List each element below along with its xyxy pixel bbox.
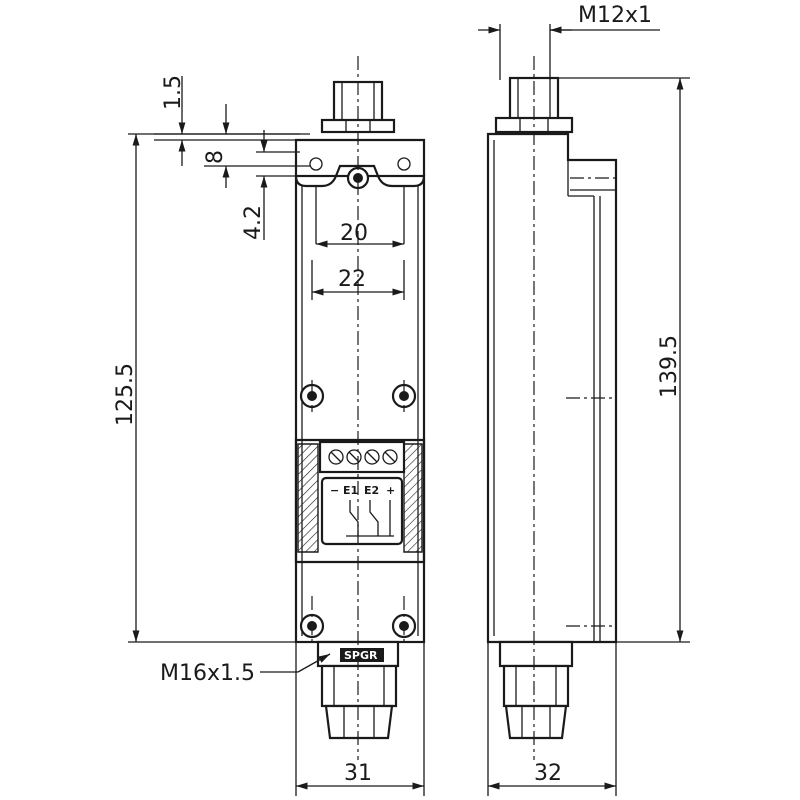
label-e2: E2	[364, 484, 379, 497]
dim-31-label: 31	[344, 761, 372, 786]
dim-4-2: 4.2	[241, 130, 300, 240]
dim-1-5: 1.5	[154, 75, 310, 166]
cap-screw-right	[397, 157, 411, 171]
dim-22: 22	[311, 260, 405, 300]
dim-32-label: 32	[534, 761, 562, 786]
dim-4-2-label: 4.2	[241, 205, 266, 240]
dim-139-5: 139.5	[558, 77, 690, 643]
dim-m12x1: M12x1	[478, 3, 660, 80]
top-cap	[294, 138, 426, 188]
cap-screw-left	[309, 157, 323, 171]
label-plus: +	[386, 484, 395, 497]
dim-m12x1-label: M12x1	[578, 3, 652, 28]
front-view: − E1 E2 + SPGR	[294, 56, 426, 760]
dim-20: 20	[316, 221, 404, 248]
dim-m16x1-5-label: M16x1.5	[160, 661, 255, 686]
cable-gland-side	[498, 640, 574, 740]
terminal-diagram-panel	[320, 476, 404, 546]
dim-125-5: 125.5	[113, 133, 300, 643]
dim-1-5-label: 1.5	[161, 75, 186, 110]
dim-8-label: 8	[203, 150, 228, 164]
side-view	[486, 56, 618, 760]
dim-32: 32	[487, 642, 617, 796]
label-minus: −	[330, 484, 339, 497]
dim-31: 31	[295, 642, 425, 796]
dim-20-label: 20	[340, 221, 368, 246]
dim-22-label: 22	[338, 267, 366, 292]
dim-125-5-label: 125.5	[113, 363, 138, 426]
housing-side	[486, 132, 618, 644]
dim-m16x1-5: M16x1.5	[160, 653, 331, 686]
terminal-compartment: − E1 E2 +	[294, 438, 426, 564]
dim-139-5-label: 139.5	[657, 335, 682, 398]
brand-label: SPGR	[344, 649, 378, 662]
label-e1: E1	[343, 484, 358, 497]
dim-8: 8	[203, 104, 310, 188]
